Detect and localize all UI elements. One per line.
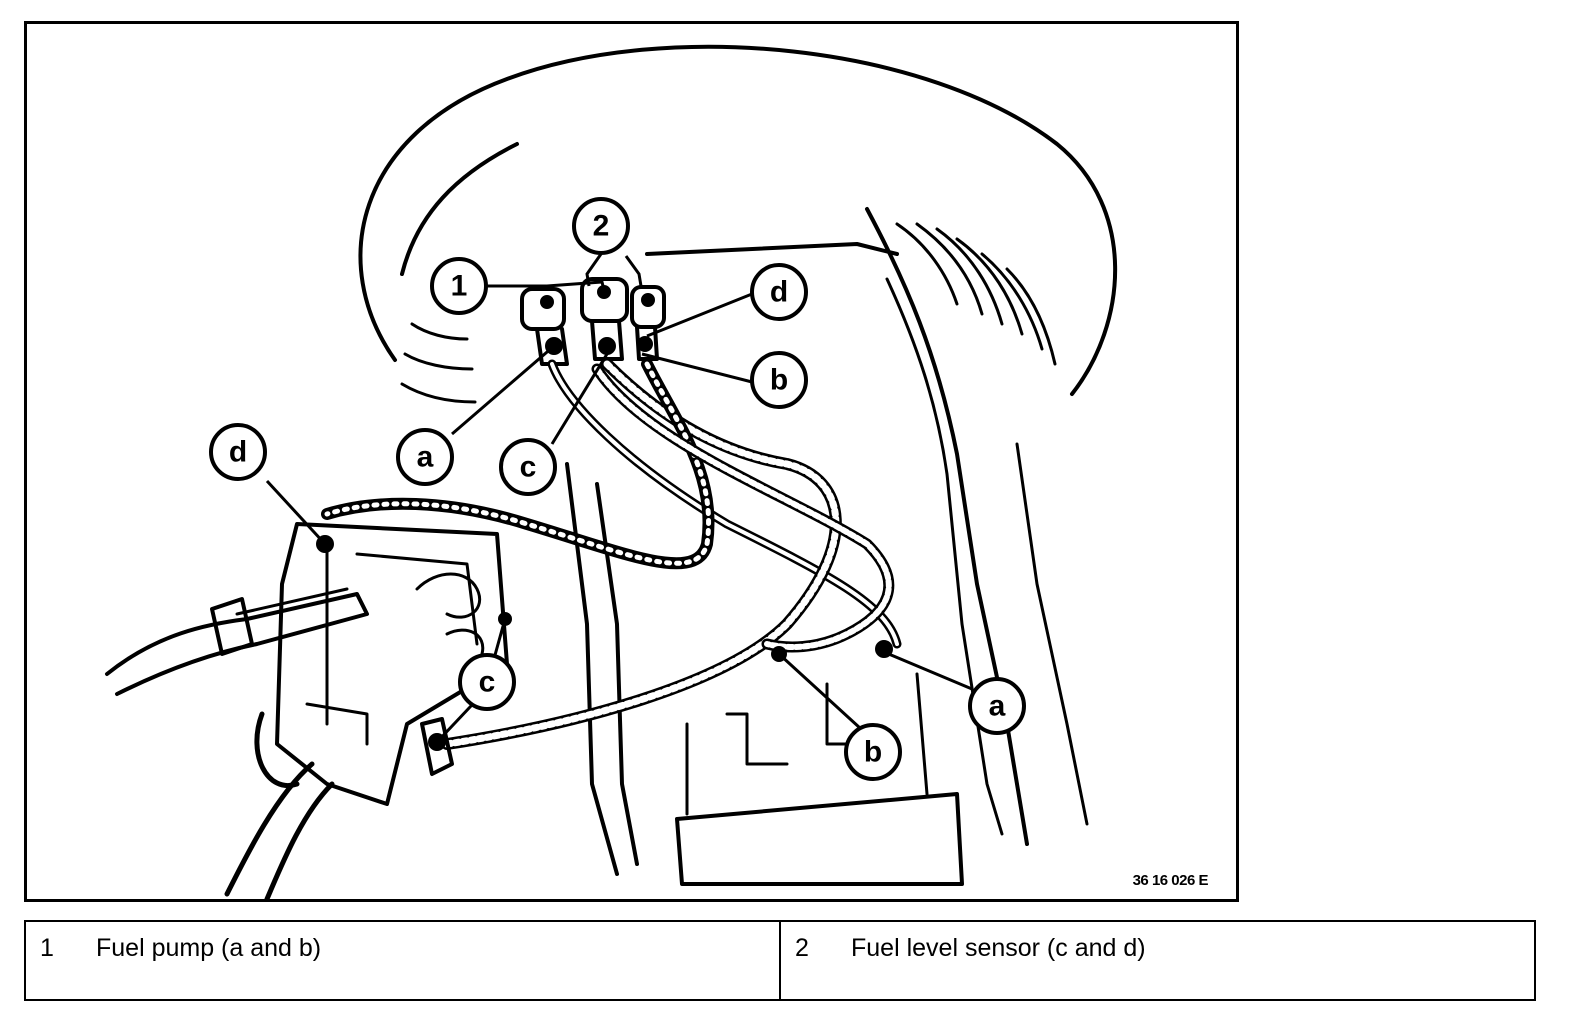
callout-c-top: c (520, 451, 537, 484)
pump-housing-base (675, 792, 964, 886)
legend-number: 2 (795, 934, 809, 962)
pump-column-left (565, 462, 619, 876)
callout-c-bottom: c (479, 666, 496, 699)
callout-a-right: a (989, 690, 1006, 723)
flange-inner-edge (400, 142, 519, 276)
callout-2: 2 (593, 210, 610, 243)
callout-b-bottom: b (864, 736, 882, 769)
wire-c (591, 363, 895, 653)
tank-flange-outline (358, 44, 1118, 396)
figure-id-label: 36 16 026 E (1132, 872, 1209, 889)
diagram-figure: 1 2 d b a c d c a b 36 16 026 E (24, 21, 1239, 902)
callout-d-left: d (229, 436, 247, 469)
legend-text: Fuel level sensor (c and d) (851, 934, 1146, 962)
pump-column-mid (595, 482, 639, 866)
callout-d-top: d (770, 276, 788, 309)
legend-number: 1 (40, 934, 54, 962)
legend-text: Fuel pump (a and b) (96, 934, 322, 962)
wire-a (547, 359, 902, 649)
sender-arm (105, 592, 369, 696)
callout-1: 1 (451, 270, 468, 303)
legend-cell-1: 1 Fuel pump (a and b) (24, 920, 781, 1001)
legend-table: 1 Fuel pump (a and b) 2 Fuel level sensor … (24, 920, 1536, 1001)
callout-b-top: b (770, 364, 788, 397)
lower-hose (254, 711, 300, 789)
callout-a-top: a (417, 441, 434, 474)
legend-row: 1 Fuel pump (a and b) 2 Fuel level sensor … (24, 920, 1536, 1001)
legend-cell-2: 2 Fuel level sensor (c and d) (779, 920, 1536, 1001)
fuel-pump-wiring-illustration: 1 2 d b a c d c a b (105, 44, 1118, 899)
pump-column-right (865, 207, 1029, 846)
